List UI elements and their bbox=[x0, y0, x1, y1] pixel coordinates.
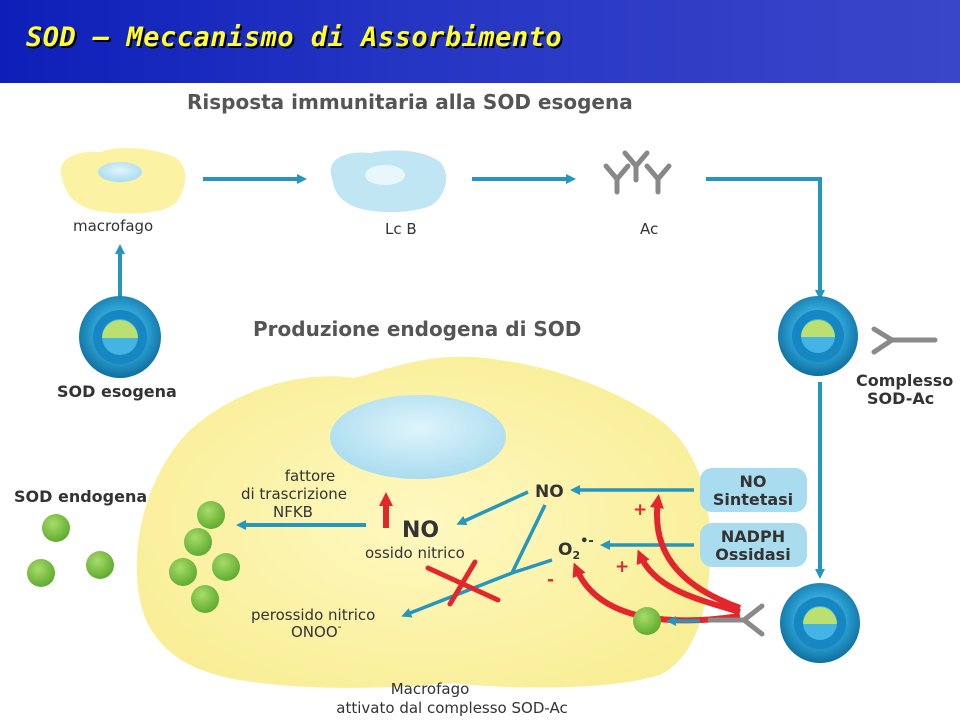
no-synthase-line1: NO bbox=[740, 472, 767, 491]
arrow-ac-to-complex bbox=[706, 177, 825, 300]
complex-sod-ac-bound-sphere bbox=[780, 583, 860, 663]
slide-title: SOD – Meccanismo di Assorbimento bbox=[26, 22, 563, 53]
perox-line1: perossido nitrico bbox=[251, 606, 375, 624]
o2-base: O bbox=[558, 540, 572, 560]
no-big-label: NO bbox=[402, 518, 439, 543]
plus-sign-1: + bbox=[633, 500, 647, 520]
no-subtitle: ossido nitrico bbox=[365, 544, 465, 562]
factor-line2: di trascrizione bbox=[241, 485, 347, 503]
o2-label: O2•- bbox=[558, 534, 594, 562]
sod-dot bbox=[169, 558, 197, 586]
diagram-svg: Risposta immunitaria alla SOD esogena ma… bbox=[14, 90, 953, 717]
complex-sod-ac-sphere bbox=[778, 296, 858, 376]
nadph-oxidase-box: NADPH Ossidasi bbox=[700, 523, 807, 567]
macrofago-label-line2: attivato dal complesso SOD-Ac bbox=[336, 699, 567, 717]
macrophage-nucleus bbox=[330, 395, 506, 479]
nadph-line1: NADPH bbox=[721, 527, 785, 546]
o2-sup: •- bbox=[580, 534, 594, 549]
sod-dot bbox=[191, 585, 219, 613]
ac-label: Ac bbox=[640, 220, 658, 238]
sod-dot bbox=[42, 514, 70, 542]
sod-exogenous-sphere bbox=[79, 296, 161, 378]
sod-dot bbox=[197, 501, 225, 529]
macrofago-label-line1: Macrofago bbox=[391, 680, 470, 698]
antibody-on-complex-icon bbox=[871, 326, 938, 355]
immune-heading: Risposta immunitaria alla SOD esogena bbox=[187, 90, 633, 114]
lcb-label: Lc B bbox=[385, 220, 417, 238]
red-arrow-activate-oxidase bbox=[636, 549, 741, 615]
sod-dot bbox=[27, 559, 55, 587]
slide-header: SOD – Meccanismo di Assorbimento bbox=[0, 0, 960, 83]
sod-endogenous-label: SOD endogena bbox=[14, 487, 147, 506]
activated-macrophage-cell bbox=[136, 356, 711, 688]
no-small-label: NO bbox=[535, 482, 564, 502]
perox-base: ONOO bbox=[291, 623, 338, 641]
antibodies-icon bbox=[603, 150, 672, 195]
endogenous-heading: Produzione endogena di SOD bbox=[253, 317, 581, 341]
complex-label-line1: Complesso bbox=[856, 371, 953, 390]
sod-endogenous-dots bbox=[27, 501, 240, 613]
sod-dot bbox=[184, 528, 212, 556]
no-synthase-line2: Sintetasi bbox=[713, 490, 793, 509]
perox-line2: ONOO- bbox=[291, 620, 342, 641]
sod-dot bbox=[212, 553, 240, 581]
macrophage-cell bbox=[60, 148, 186, 214]
sod-exogenous-label: SOD esogena bbox=[57, 382, 177, 401]
red-x-block-icon bbox=[425, 559, 501, 607]
diagram-stage: Risposta immunitaria alla SOD esogena ma… bbox=[0, 83, 960, 720]
nadph-line2: Ossidasi bbox=[715, 545, 790, 564]
plus-sign-2: + bbox=[615, 557, 629, 577]
complex-label-line2: SOD-Ac bbox=[867, 389, 934, 408]
factor-line1: fattore bbox=[285, 467, 335, 485]
arrow-no-to-no bbox=[456, 490, 529, 526]
antibody-bound-icon bbox=[707, 603, 765, 637]
red-arrow-activate-synthase bbox=[650, 494, 742, 611]
sod-dot-released bbox=[633, 607, 661, 635]
b-cell bbox=[330, 150, 447, 213]
o2-sub: 2 bbox=[572, 549, 580, 562]
macrophage-label: macrofago bbox=[73, 217, 153, 235]
factor-line3: NFKB bbox=[273, 503, 313, 521]
no-synthase-box: NO Sintetasi bbox=[700, 468, 807, 512]
line-o2-to-peroxynitrite bbox=[511, 558, 553, 575]
perox-sup: - bbox=[338, 620, 342, 633]
sod-dot bbox=[86, 551, 114, 579]
minus-sign: - bbox=[547, 570, 554, 590]
